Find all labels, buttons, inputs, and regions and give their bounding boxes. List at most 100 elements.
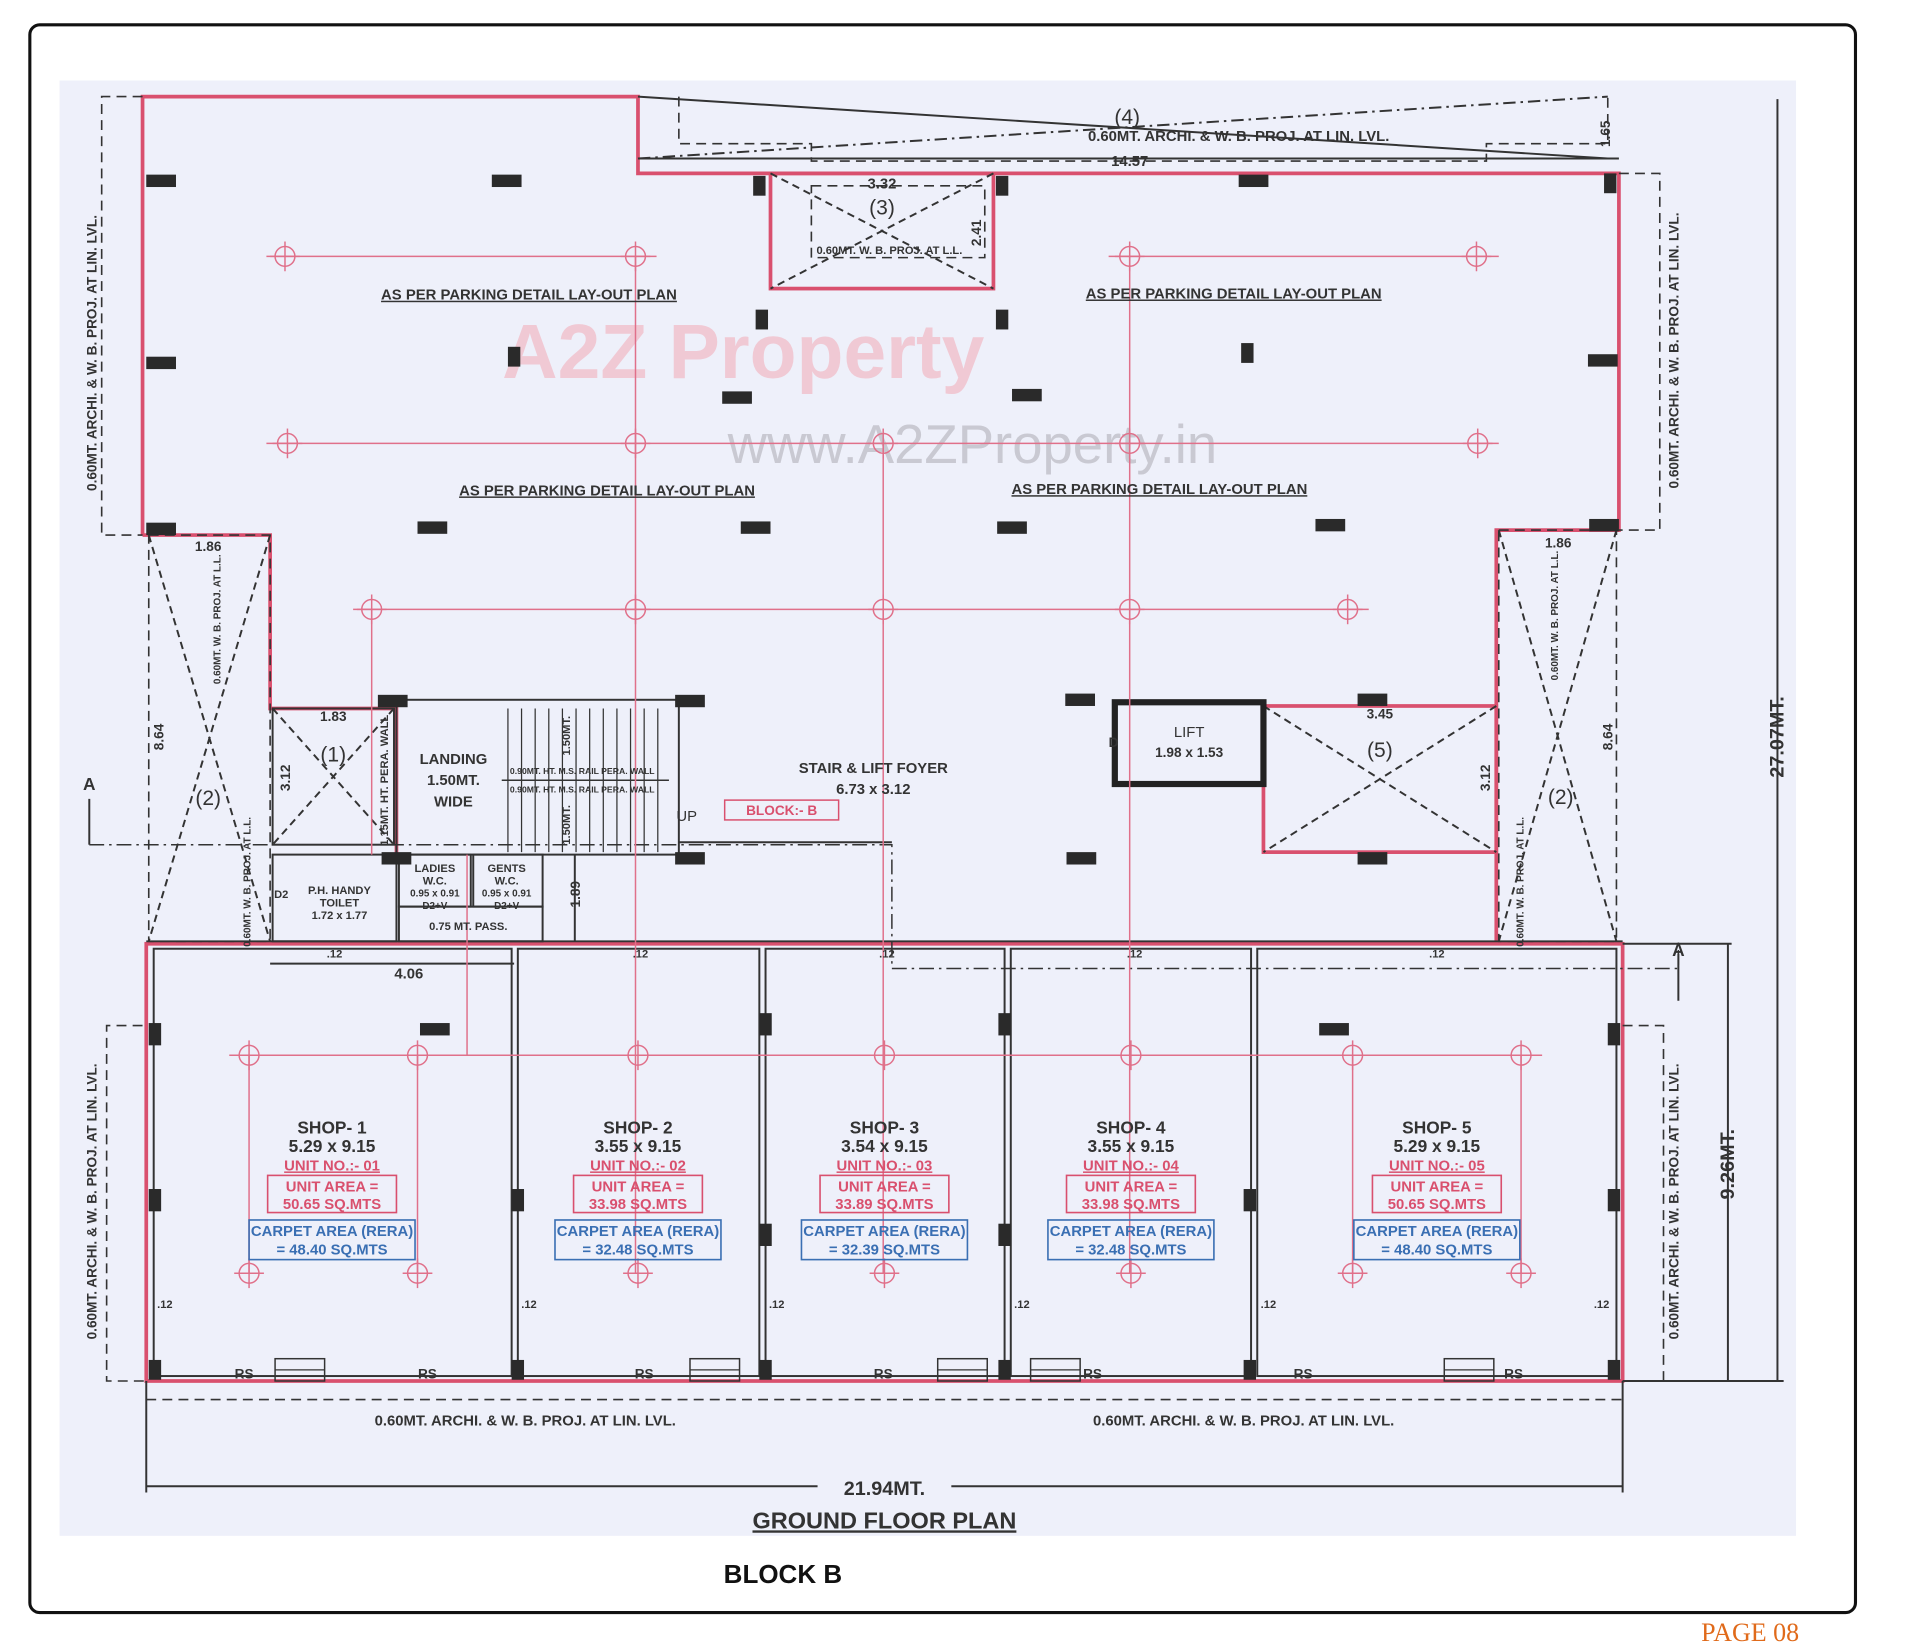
dim-14-57: 14.57 xyxy=(1111,154,1148,170)
shop-unit-no: UNIT NO.:- 04 xyxy=(1083,1158,1180,1174)
core-area xyxy=(146,698,1623,965)
column xyxy=(998,1359,1011,1380)
shop-unit-area-label: UNIT AREA = xyxy=(838,1179,931,1195)
carpet-area-box xyxy=(1047,1219,1215,1261)
shop-unit-area-value: 33.98 SQ.MTS xyxy=(1082,1197,1180,1213)
column xyxy=(759,1223,772,1246)
column xyxy=(675,694,705,708)
label-right-lower-projection: 0.60MT. W. B. PROJ. AT L.L. xyxy=(1516,817,1527,947)
shop-size: 5.29 x 9.15 xyxy=(1393,1136,1480,1156)
label-duct-5: (5) xyxy=(1367,739,1393,762)
label-right-projection-lower: 0.60MT. ARCHI. & W. B. PROJ. AT LIN. LVL… xyxy=(1666,1063,1681,1339)
page-number: PAGE 08 xyxy=(1701,1618,1799,1647)
shop-unit-area-value: 50.65 SQ.MTS xyxy=(283,1197,381,1213)
column xyxy=(1604,173,1617,194)
label-ladies-wc: W.C. xyxy=(423,875,447,887)
dim-1-83: 1.83 xyxy=(320,709,347,724)
dim-2-41: 2.41 xyxy=(969,219,984,246)
page-border xyxy=(28,23,1858,1615)
rolling-shutter-label: RS xyxy=(1504,1367,1523,1382)
shop-size: 3.54 x 9.15 xyxy=(841,1136,928,1156)
shop-size: 3.55 x 9.15 xyxy=(595,1136,682,1156)
label-gents-wc: W.C. xyxy=(495,875,519,887)
shop-unit-area-value: 50.65 SQ.MTS xyxy=(1388,1197,1486,1213)
label-parking-1: AS PER PARKING DETAIL LAY-OUT PLAN xyxy=(381,288,677,304)
column xyxy=(1607,1023,1621,1046)
shop-carpet-label: CARPET AREA (RERA) xyxy=(251,1224,413,1240)
label-duct-2-left: (2) xyxy=(195,787,221,810)
dim-1-89: 1.89 xyxy=(568,881,583,908)
column xyxy=(148,1359,162,1380)
structural-grid xyxy=(229,241,1543,1289)
label-toilet-door: D2 xyxy=(274,889,288,901)
dim-27-07: 27.07MT. xyxy=(1767,696,1789,777)
shop-unit-area-label: UNIT AREA = xyxy=(1391,1179,1484,1195)
label-duct-2-right: (2) xyxy=(1548,786,1574,809)
label-passage: 0.75 MT. PASS. xyxy=(429,921,507,933)
column xyxy=(1315,518,1346,532)
dim-3-32: 3.32 xyxy=(868,176,897,192)
label-rail-1: 0.90MT. HT. M.S. RAIL PERA. WALL xyxy=(510,766,655,776)
dim-8-64-left: 8.64 xyxy=(152,723,167,750)
column xyxy=(722,391,752,404)
label-foyer: STAIR & LIFT FOYER xyxy=(799,761,948,777)
label-pera-wall: 1.15MT. HT. PERA. WALL xyxy=(379,715,391,846)
column xyxy=(675,852,705,865)
projection-outlines xyxy=(88,95,1784,1493)
column xyxy=(146,522,176,536)
unit-area-box xyxy=(1065,1174,1197,1214)
label-landing-3: WIDE xyxy=(434,794,473,810)
column xyxy=(491,174,522,188)
rolling-shutter-label: RS xyxy=(635,1367,654,1382)
shop-unit-no: UNIT NO.:- 03 xyxy=(837,1158,933,1174)
column xyxy=(1587,354,1618,367)
column xyxy=(1319,1023,1349,1036)
column xyxy=(1243,1189,1257,1212)
dim-1-86-left: 1.86 xyxy=(195,539,222,554)
column xyxy=(755,309,769,330)
shop-unit-area-value: 33.89 SQ.MTS xyxy=(835,1197,933,1213)
shop-carpet-value: = 32.48 SQ.MTS xyxy=(1075,1243,1186,1259)
shop-unit-area-label: UNIT AREA = xyxy=(1085,1179,1178,1195)
rolling-shutter-label: RS xyxy=(235,1367,254,1382)
scanned-drawing-area xyxy=(59,80,1797,1536)
label-ladies-door: D2+V xyxy=(422,901,447,912)
shop-carpet-value: = 32.39 SQ.MTS xyxy=(829,1243,940,1259)
column xyxy=(753,175,766,196)
label-foyer-size: 6.73 x 3.12 xyxy=(836,782,910,798)
dim-3-12-right: 3.12 xyxy=(1478,764,1493,791)
label-toilet-1: P.H. HANDY xyxy=(308,885,371,897)
column xyxy=(146,356,176,370)
shop-name: SHOP- 1 xyxy=(297,1117,367,1137)
column xyxy=(1243,1359,1257,1380)
dim-1-50-upper: 1.50MT. xyxy=(561,716,573,756)
rolling-shutter-label: RS xyxy=(874,1367,893,1382)
label-lift-door: D xyxy=(1109,735,1119,750)
label-duct-3: (3) xyxy=(869,196,895,219)
column xyxy=(377,694,408,708)
column xyxy=(998,1013,1011,1036)
column xyxy=(148,1189,162,1212)
column xyxy=(998,1223,1011,1246)
label-duct-3-projection: 0.60MT. W. B. PROJ. AT L.L. xyxy=(816,245,962,257)
label-duct-4: (4) xyxy=(1114,106,1140,129)
column xyxy=(1607,1359,1621,1380)
label-lift: LIFT xyxy=(1174,725,1205,741)
label-gents-size: 0.95 x 0.91 xyxy=(482,889,532,900)
dim-0-12: .12 xyxy=(157,1299,172,1311)
label-parking-2: AS PER PARKING DETAIL LAY-OUT PLAN xyxy=(1086,286,1382,302)
column xyxy=(148,1023,162,1046)
label-gents-door: D2+V xyxy=(494,901,519,912)
dim-21-94: 21.94MT. xyxy=(844,1478,925,1500)
wall-thickness-dims: .12.12.12.12.12.12.12.12.12.12.12 xyxy=(157,948,1609,1311)
dim-4-06: 4.06 xyxy=(394,966,423,982)
label-gents: GENTS xyxy=(488,863,526,875)
shop-unit-no: UNIT NO.:- 01 xyxy=(284,1158,380,1174)
shop-name: SHOP- 3 xyxy=(850,1117,920,1137)
dim-0-12: .12 xyxy=(1429,948,1444,960)
dim-8-64-right: 8.64 xyxy=(1601,723,1616,750)
label-parking-3: AS PER PARKING DETAIL LAY-OUT PLAN xyxy=(459,483,755,499)
